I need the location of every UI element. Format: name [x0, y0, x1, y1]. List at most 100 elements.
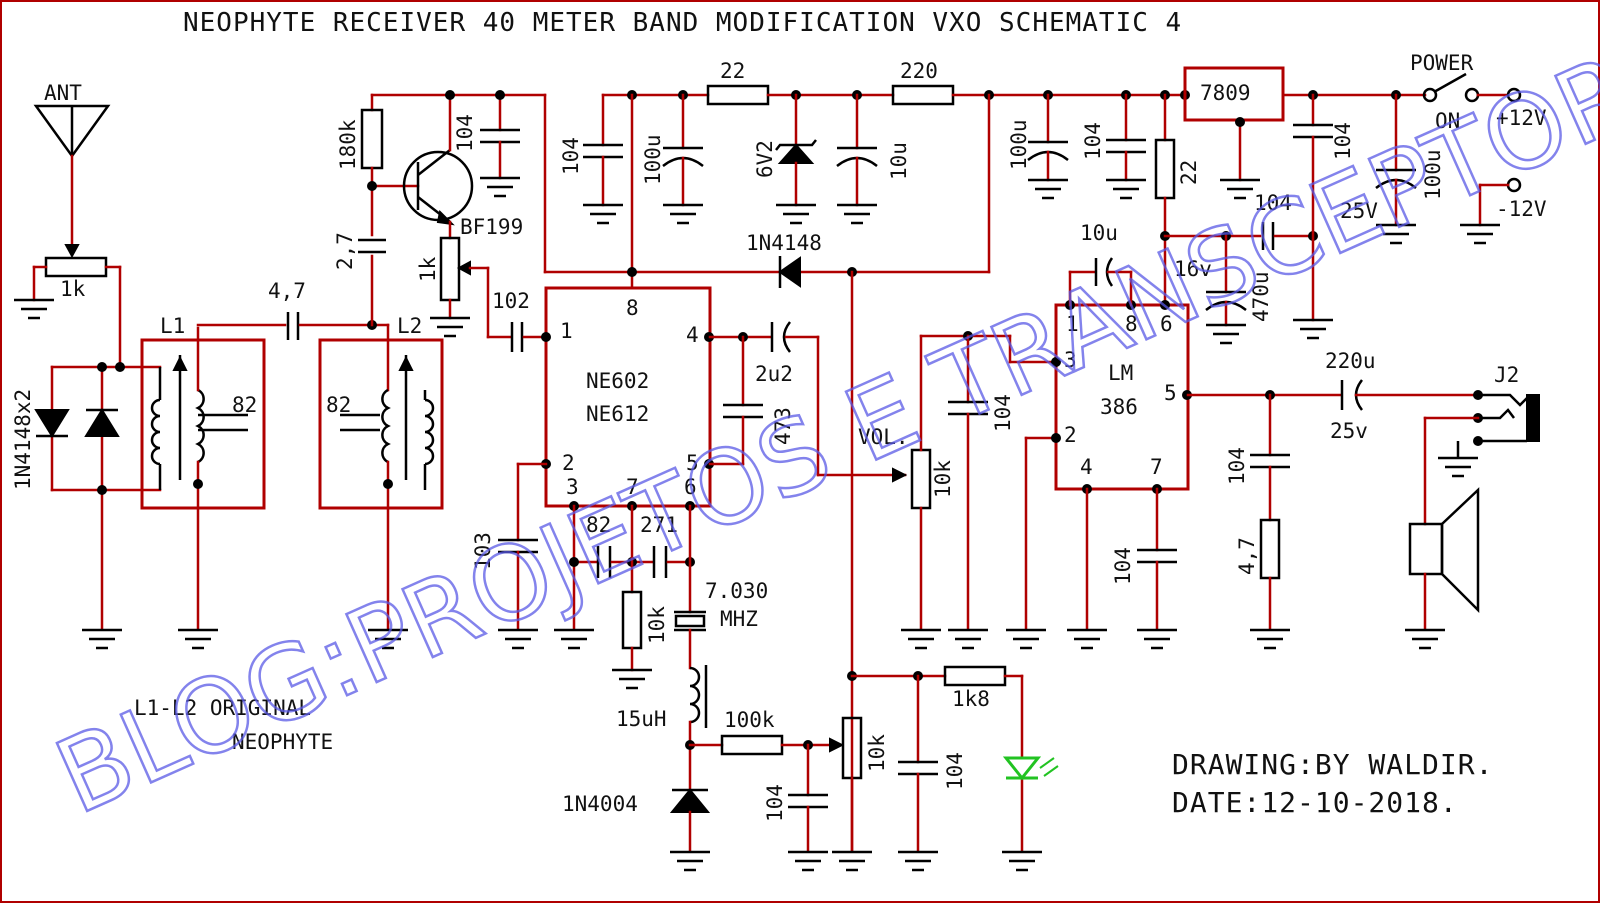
label-ic-pin8: 8	[626, 296, 639, 320]
label-r1k8: 1k8	[952, 687, 990, 711]
label-25v-b: 25v	[1330, 419, 1368, 443]
label-ant: ANT	[44, 81, 82, 105]
note-line1: L1-L2 ORIGINAL	[134, 696, 311, 720]
label-lm386: 386	[1100, 395, 1138, 419]
label-c104-z: 104	[1225, 447, 1249, 485]
label-ne612: NE612	[586, 402, 649, 426]
label-c104-lm: 104	[1254, 191, 1292, 215]
label-lm-pin6: 6	[1160, 312, 1173, 336]
label-r10k-x: 10k	[645, 606, 669, 644]
label-ic-pin1: 1	[560, 319, 573, 343]
label-25v: 25V	[1340, 199, 1378, 223]
ground-diodes	[82, 628, 122, 650]
label-on: ON	[1435, 109, 1460, 133]
label-lm-pin4: 4	[1080, 455, 1093, 479]
label-l1: L1	[160, 314, 185, 338]
credit-drawing: DRAWING:BY WALDIR.	[1172, 748, 1493, 781]
ground-l2	[368, 628, 408, 650]
label-r100k: 100k	[724, 708, 775, 732]
label-ic-pin2: 2	[562, 451, 575, 475]
label-xtal: 7.030	[705, 579, 768, 603]
label-power: POWER	[1410, 51, 1474, 75]
label-c10u-lm: 10u	[1080, 221, 1118, 245]
credit-date: DATE:12-10-2018.	[1172, 786, 1458, 819]
label-lm-pin7: 7	[1150, 455, 1163, 479]
label-c104-vol: 104	[991, 394, 1015, 432]
label-c104-reg: 104	[1331, 122, 1355, 160]
label-ne602: NE602	[586, 369, 649, 393]
label-r22-side: 22	[1177, 160, 1201, 185]
label-16v: 16v	[1174, 257, 1212, 281]
label-d1n4148: 1N4148	[746, 231, 822, 255]
coil-l1	[140, 326, 266, 630]
label-vol: VOL.	[858, 425, 909, 449]
label-pot10k-v: 10k	[865, 734, 889, 772]
label-ic-pin5: 5	[686, 451, 699, 475]
label-mhz: MHZ	[720, 607, 758, 631]
label-ic-pin6: 6	[684, 475, 697, 499]
label-c10u-top: 10u	[887, 142, 911, 180]
label-bf199: BF199	[460, 215, 523, 239]
label-l2: L2	[397, 314, 422, 338]
diode-pair	[34, 362, 162, 630]
label-c104-b: 104	[1081, 122, 1105, 160]
label-c470u: 470u	[1249, 271, 1273, 322]
label-l15: 15uH	[616, 707, 667, 731]
label-7809: 7809	[1200, 81, 1251, 105]
cap-4p7	[196, 312, 390, 340]
label-c104-d: 104	[943, 752, 967, 790]
antenna	[33, 104, 111, 259]
label-c104-q: 104	[453, 114, 477, 152]
label-c27: 2,7	[333, 232, 357, 270]
label-r47: 4,7	[1235, 537, 1259, 575]
label-pot-ant: 1k	[60, 277, 86, 301]
label-ic-pin3: 3	[566, 475, 579, 499]
ground-l1	[178, 628, 218, 650]
label-c104-a: 104	[559, 137, 583, 175]
ne602-ic	[498, 286, 1042, 872]
label-d1n4004: 1N4004	[562, 792, 638, 816]
label-ic-pin7: 7	[626, 475, 639, 499]
label-ic-pin4: 4	[686, 323, 699, 347]
lm386-stage	[892, 257, 1540, 650]
bf199-stage	[358, 90, 782, 352]
label-r22-top: 22	[720, 59, 745, 83]
label-diodes: 1N4148x2	[11, 389, 35, 490]
label-lm-pin8: 8	[1125, 312, 1138, 336]
label-c102: 102	[492, 289, 530, 313]
label-lm: LM	[1108, 361, 1133, 385]
label-lm-pin2: 2	[1064, 423, 1077, 447]
label-c2u2: 2u2	[755, 362, 793, 386]
label-c104-p7: 104	[1111, 547, 1135, 585]
label-p12v: +12V	[1496, 106, 1547, 130]
label-pot-1k: 1k	[416, 256, 440, 282]
label-pot10k-vol: 10k	[931, 460, 955, 498]
label-c100u-b: 100u	[1007, 119, 1031, 170]
label-c47: 4,7	[268, 279, 306, 303]
label-c82-l2: 82	[326, 393, 351, 417]
label-c103: 103	[471, 532, 495, 570]
label-c100u-25: 100u	[1421, 149, 1445, 200]
label-r220: 220	[900, 59, 938, 83]
label-r180k: 180k	[336, 119, 360, 170]
label-c100u-a: 100u	[641, 134, 665, 185]
label-lm-pin1: 1	[1066, 312, 1079, 336]
ground-ant-pot	[14, 298, 54, 320]
supply-rail	[583, 66, 1522, 852]
label-c82-l1: 82	[232, 393, 257, 417]
label-c220u: 220u	[1325, 349, 1376, 373]
label-c473: 473	[771, 407, 795, 445]
label-c104-v: 104	[763, 784, 787, 822]
label-lm-pin5: 5	[1164, 381, 1177, 405]
note-line2: NEOPHYTE	[232, 730, 333, 754]
coil-l2	[318, 323, 444, 630]
label-lm-pin3: 3	[1064, 348, 1077, 372]
led	[1002, 756, 1059, 781]
label-z6v2: 6V2	[753, 140, 777, 178]
label-j2: J2	[1494, 363, 1519, 387]
label-c82-x: 82	[586, 513, 611, 537]
label-m12v: -12V	[1496, 197, 1547, 221]
schematic-title: NEOPHYTE RECEIVER 40 METER BAND MODIFICA…	[183, 8, 1182, 38]
